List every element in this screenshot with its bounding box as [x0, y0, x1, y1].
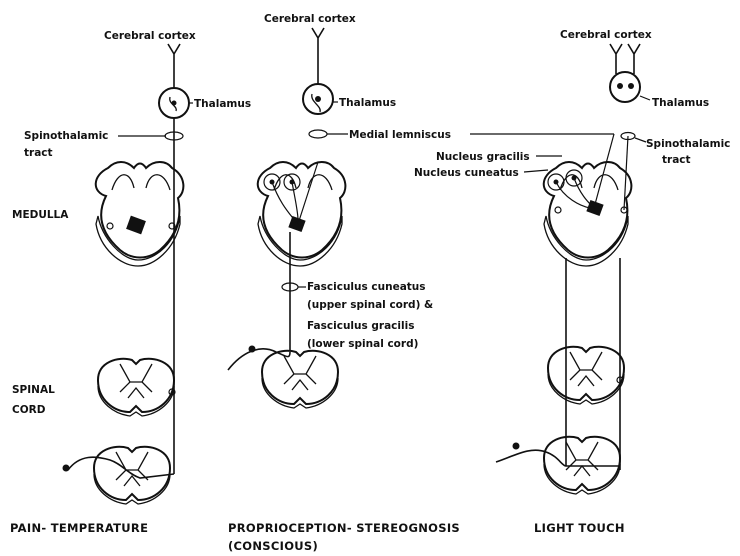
spinal-cord-section-2 — [262, 351, 338, 408]
thalamus-3 — [610, 72, 640, 102]
spinothalamic-right-label-2: tract — [662, 154, 691, 166]
nucleus-gracilis-label: Nucleus gracilis — [436, 151, 530, 163]
spinothalamic-right-label-1: Spinothalamic — [646, 138, 730, 150]
spinal-cord-section-1 — [98, 359, 175, 416]
column-light-touch: Cerebral cortex Thalamus Spinothalamic t… — [414, 29, 730, 535]
cortex-terminal-1 — [168, 44, 180, 90]
caption-proprioception-sub: (CONSCIOUS) — [228, 539, 318, 553]
medial-lemniscus-label: Medial lemniscus — [349, 129, 451, 141]
thalamus-label-1: Thalamus — [194, 98, 251, 110]
cortex-label-3: Cerebral cortex — [560, 29, 652, 41]
spinal-label: SPINAL — [12, 384, 55, 396]
column-pain-temperature: Cerebral cortex Thalamus Spinothalamic t… — [10, 30, 251, 535]
cord-label: CORD — [12, 404, 46, 416]
nucleus-cuneatus-label: Nucleus cuneatus — [414, 167, 519, 179]
medulla-section-3 — [544, 134, 632, 266]
spinothalamic-label-1b: tract — [24, 147, 53, 159]
fasciculus-label-3: Fasciculus gracilis — [307, 320, 414, 332]
fasciculus-label-2: (upper spinal cord) & — [307, 299, 433, 311]
caption-proprioception: PROPRIOCEPTION- STEREOGNOSIS — [228, 521, 460, 535]
fasciculus-label-1: Fasciculus cuneatus — [307, 281, 426, 293]
medulla-section-1 — [96, 162, 184, 266]
cortex-terminal-2 — [312, 28, 324, 86]
caption-pain-temperature: PAIN- TEMPERATURE — [10, 521, 148, 535]
caption-light-touch: LIGHT TOUCH — [534, 521, 625, 535]
medulla-label: MEDULLA — [12, 209, 69, 221]
cortex-label-2: Cerebral cortex — [264, 13, 356, 25]
thalamus-label-3: Thalamus — [652, 97, 709, 109]
fasciculus-label-4: (lower spinal cord) — [307, 338, 418, 350]
cortex-label-1: Cerebral cortex — [104, 30, 196, 42]
spinal-cord-section-3 — [548, 347, 624, 404]
thalamus-label-2: Thalamus — [339, 97, 396, 109]
medulla-section-2 — [258, 162, 346, 266]
spinothalamic-label-1: Spinothalamic — [24, 130, 108, 142]
